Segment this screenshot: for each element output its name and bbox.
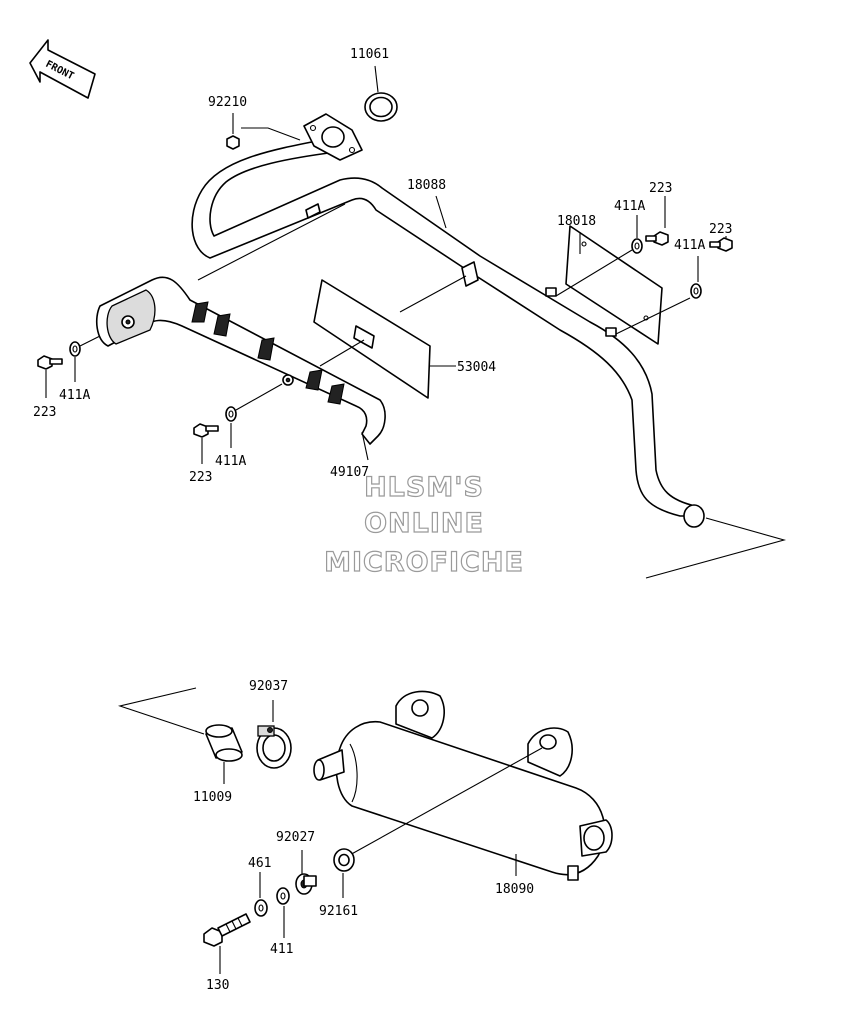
heat-guard-49107 [95,276,386,445]
bolt-223-bracket-1 [645,231,669,246]
watermark-line-3: MICROFICHE [324,547,524,578]
callout-92161: 92161 [319,904,358,919]
front-arrow-icon: FRONT [29,39,96,99]
callout-53004: 53004 [457,360,496,375]
sleeve-11009 [205,724,243,762]
callout-92210: 92210 [208,95,247,110]
watermark-line-2: ONLINE [364,508,484,539]
callout-461: 461 [248,856,271,871]
callout-92027: 92027 [276,830,315,845]
clamp-92037 [256,725,292,769]
washer-411a-left [69,341,81,357]
callout-11061: 11061 [350,47,389,62]
heat-plate-53004 [313,279,431,399]
callout-11009: 11009 [193,790,232,805]
callout-223-left: 223 [33,405,56,420]
callout-411a-bracket-2: 411A [674,238,705,253]
callout-49107: 49107 [330,465,369,480]
callout-411: 411 [270,942,293,957]
bolt-130 [203,913,251,947]
callout-223-bracket-2: 223 [709,222,732,237]
nut-92210 [226,135,240,150]
washer-411 [276,887,290,905]
washer-411a-bracket-2 [690,283,702,299]
washer-411a-bracket-1 [631,238,643,254]
callout-92037: 92037 [249,679,288,694]
callout-223-guard: 223 [189,470,212,485]
callout-18090: 18090 [495,882,534,897]
callout-18088: 18088 [407,178,446,193]
muffler-18090 [313,690,613,881]
callout-411a-guard: 411A [215,454,246,469]
collar-92027 [295,873,317,895]
watermark-line-1: HLSM'S [364,472,484,503]
callout-130: 130 [206,978,229,993]
gasket-11061 [364,92,398,122]
exhaust-pipe-18088 [191,113,705,528]
callout-411a-left: 411A [59,388,90,403]
bolt-223-left [37,355,63,370]
washer-411a-guard [225,406,237,422]
callout-411a-bracket-1: 411A [614,199,645,214]
washer-461 [254,899,268,917]
callout-223-bracket-1: 223 [649,181,672,196]
grommet-92161 [333,848,355,872]
bolt-223-guard [193,423,219,438]
bolt-223-bracket-2 [709,237,733,252]
callout-18018: 18018 [557,214,596,229]
